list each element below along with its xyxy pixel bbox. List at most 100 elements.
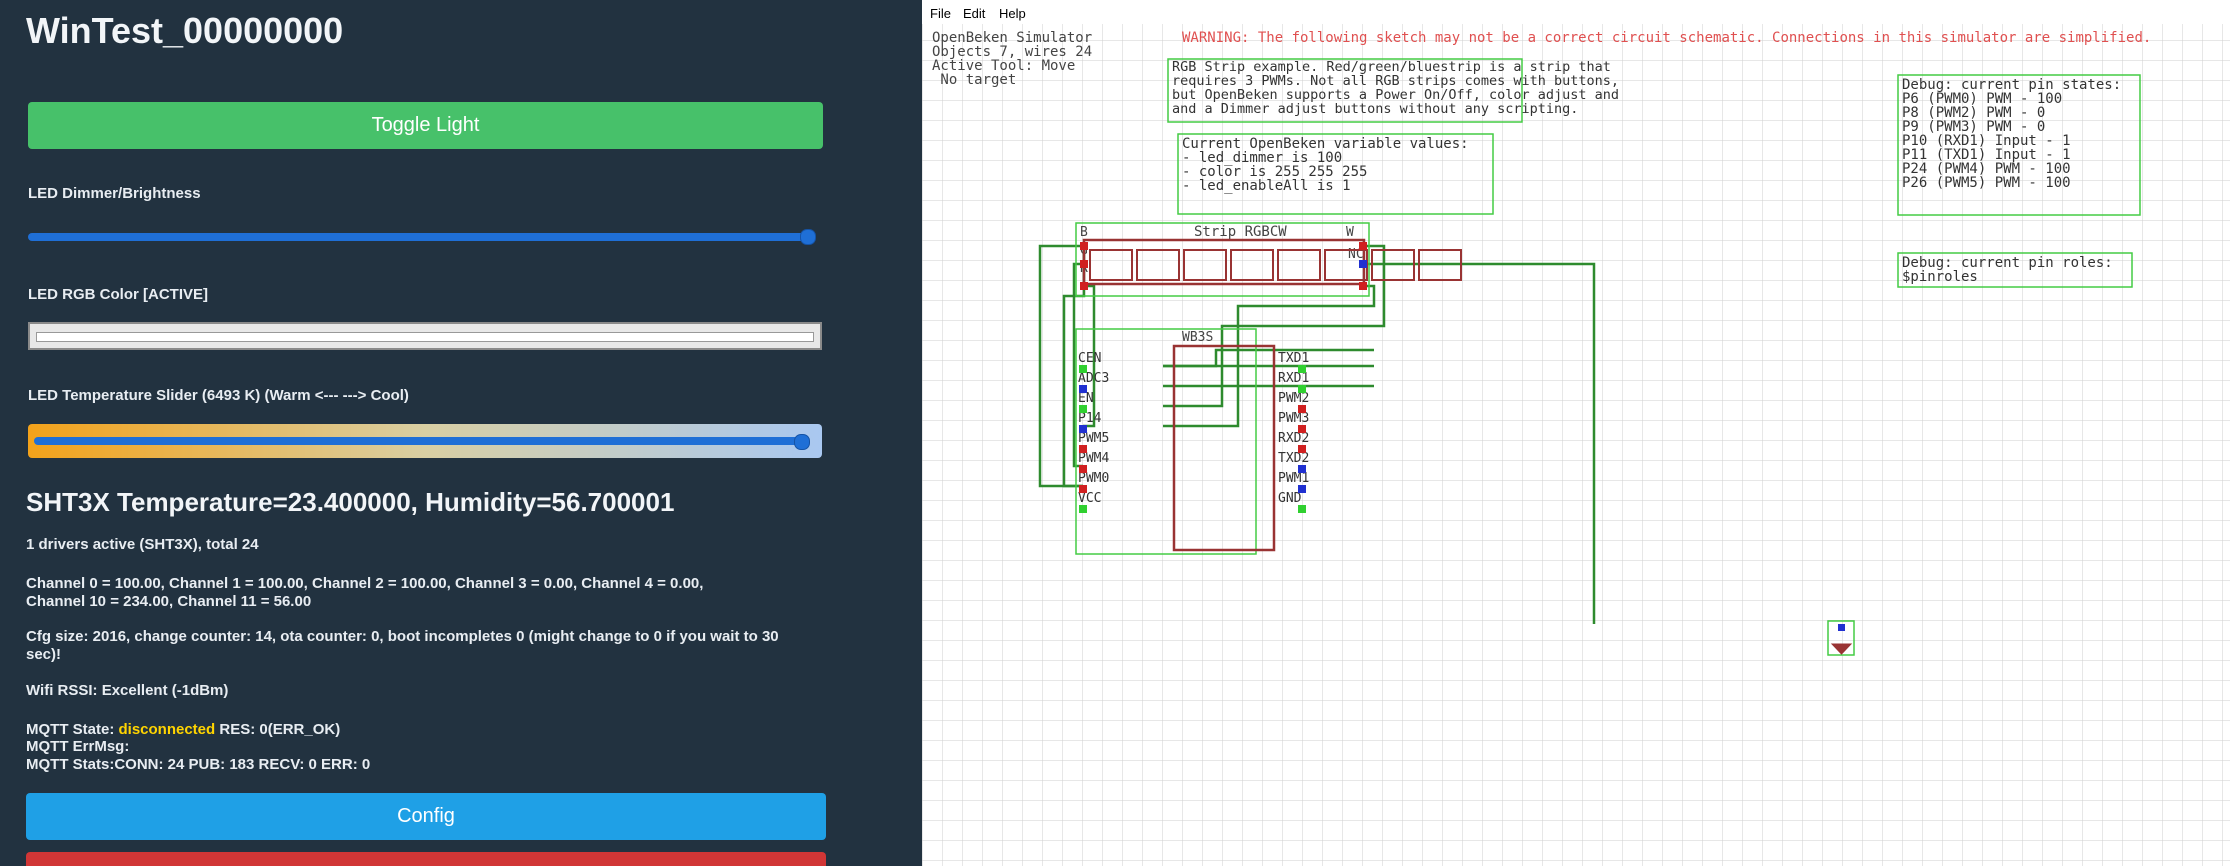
schematic-canvas[interactable]: OpenBeken Simulator Objects 7, wires 24 … — [922, 24, 2230, 866]
pin-dot[interactable] — [1298, 485, 1306, 493]
pin-dot[interactable] — [1298, 405, 1306, 413]
dimmer-slider[interactable] — [28, 226, 818, 248]
chip-pin-label: RXD2 — [1278, 431, 1309, 446]
wire — [1163, 284, 1376, 428]
pin-dot[interactable] — [1298, 445, 1306, 453]
var-line: - color is 255 255 255 — [1182, 164, 1367, 180]
config-button[interactable]: Config — [26, 793, 826, 840]
temperature-slider[interactable] — [28, 424, 822, 458]
strip-led — [1277, 249, 1321, 281]
chip-pin-label: PWM0 — [1078, 471, 1109, 486]
chip-body — [1172, 344, 1276, 552]
pin-states-box[interactable] — [1897, 74, 2141, 216]
chip-pin-label: PWM3 — [1278, 411, 1309, 426]
dimmer-slider-track — [28, 233, 808, 241]
pin-dot[interactable] — [1079, 505, 1087, 513]
rgb-color-swatch — [36, 332, 814, 342]
pin-dot[interactable] — [1080, 242, 1088, 250]
chip-pin-label: PWM2 — [1278, 391, 1309, 406]
rgb-note-box[interactable] — [1167, 58, 1523, 123]
pin-dot[interactable] — [1079, 465, 1087, 473]
chip-pin-label: EN — [1078, 391, 1094, 406]
mqtt-state-value: disconnected — [118, 721, 216, 738]
status-line: Objects 7, wires 24 — [932, 44, 1092, 60]
menu-edit[interactable]: Edit — [963, 6, 986, 21]
pin-dot[interactable] — [1298, 505, 1306, 513]
chip-pin-label: CEN — [1078, 351, 1101, 366]
chip-pin-label: ADC3 — [1078, 371, 1109, 386]
rgb-color-picker[interactable] — [28, 322, 822, 350]
strip-led — [1418, 249, 1462, 281]
wire — [1083, 284, 1096, 428]
pin-dot[interactable] — [1079, 365, 1087, 373]
chip-right-pins: TXD1 RXD1 PWM2 PWM3 RXD2 TXD2 PWM1 GND — [1278, 351, 1309, 506]
device-title: WinTest_00000000 — [26, 10, 344, 51]
note-line: RGB Strip example. Red/green/bluestrip i… — [1172, 59, 1611, 75]
pin-dot[interactable] — [1080, 260, 1088, 268]
rgb-color-label: LED RGB Color [ACTIVE] — [28, 286, 208, 303]
strip-leds — [1089, 249, 1462, 281]
strip-led — [1089, 249, 1133, 281]
chip-pin-label: GND — [1278, 491, 1302, 506]
chip-pin-label: RXD1 — [1278, 371, 1309, 386]
chip-selection-box[interactable] — [1075, 328, 1257, 555]
strip-led — [1371, 249, 1415, 281]
mqtt-state-prefix: MQTT State: — [26, 721, 119, 738]
note-line: and a Dimmer adjust buttons without any … — [1172, 101, 1578, 117]
pin-roles-box[interactable] — [1897, 252, 2133, 288]
pin-dot[interactable] — [1080, 282, 1088, 290]
pin-states-text: Debug: current pin states: P6 (PWM0) PWM… — [1902, 77, 2121, 191]
pin-dot[interactable] — [1079, 485, 1087, 493]
pin-dot[interactable] — [1298, 465, 1306, 473]
var-line: - led_dimmer is 100 — [1182, 150, 1342, 166]
note-line: but OpenBeken supports a Power On/Off, c… — [1172, 87, 1619, 103]
variables-text: Current OpenBeken variable values: - led… — [1182, 136, 1469, 194]
pin-dot[interactable] — [1079, 445, 1087, 453]
strip-led — [1230, 249, 1274, 281]
chip-pin-label: P14 — [1078, 411, 1102, 426]
strip-selection-box[interactable] — [1075, 222, 1370, 297]
status-line: Active Tool: Move — [932, 58, 1075, 74]
pin-dot[interactable] — [1298, 365, 1306, 373]
var-line: - led_enableAll is 1 — [1182, 178, 1351, 194]
sensor-heading: SHT3X Temperature=23.400000, Humidity=56… — [26, 487, 675, 517]
mqtt-state-suffix: RES: 0(ERR_OK) — [215, 721, 341, 738]
strip-pin-b: B — [1080, 225, 1088, 240]
pin-dot[interactable] — [1359, 260, 1367, 268]
chip-pin-label: TXD1 — [1278, 351, 1309, 366]
menu-file[interactable]: File — [930, 6, 951, 21]
pin-dot[interactable] — [1298, 385, 1306, 393]
chip-pin-label: PWM5 — [1078, 431, 1109, 446]
pin-state-line: P10 (RXD1) Input - 1 — [1902, 133, 2071, 149]
pin-dot[interactable] — [1079, 405, 1087, 413]
pin-state-line: P11 (TXD1) Input - 1 — [1902, 147, 2071, 163]
status-line: No target — [932, 72, 1016, 88]
temperature-slider-label: LED Temperature Slider (6493 K) (Warm <-… — [28, 387, 409, 404]
grid-background — [922, 24, 2230, 866]
pin-dot[interactable] — [1079, 425, 1087, 433]
pin-role-line: $pinroles — [1902, 269, 1978, 285]
pin-dot[interactable] — [1298, 425, 1306, 433]
red-action-button[interactable] — [26, 852, 826, 866]
rgb-note-text: RGB Strip example. Red/green/bluestrip i… — [1172, 59, 1619, 117]
device-web-panel: WinTest_00000000 Toggle Light LED Dimmer… — [0, 0, 922, 866]
wire — [1363, 262, 1596, 624]
variables-box[interactable] — [1177, 133, 1494, 215]
dimmer-slider-thumb[interactable] — [800, 229, 816, 245]
strip-title: Strip RGBCW — [1194, 224, 1287, 240]
ground-pin-dot[interactable] — [1838, 624, 1845, 631]
toggle-light-button[interactable]: Toggle Light — [28, 102, 823, 149]
menu-help[interactable]: Help — [999, 6, 1026, 21]
wire — [1038, 244, 1083, 488]
pin-dot[interactable] — [1359, 242, 1367, 250]
temperature-slider-thumb[interactable] — [794, 434, 810, 450]
chip-pin-dots — [1079, 365, 1306, 513]
ground-icon — [1830, 643, 1853, 655]
mqtt-state: MQTT State: disconnected RES: 0(ERR_OK) — [26, 721, 340, 739]
ground-selection-box[interactable] — [1827, 620, 1855, 656]
pin-dot[interactable] — [1079, 385, 1087, 393]
wire — [1072, 262, 1083, 468]
pin-dot[interactable] — [1359, 282, 1367, 290]
strip-pin-w: W — [1346, 225, 1354, 240]
pin-state-line: P6 (PWM0) PWM - 100 — [1902, 91, 2062, 107]
